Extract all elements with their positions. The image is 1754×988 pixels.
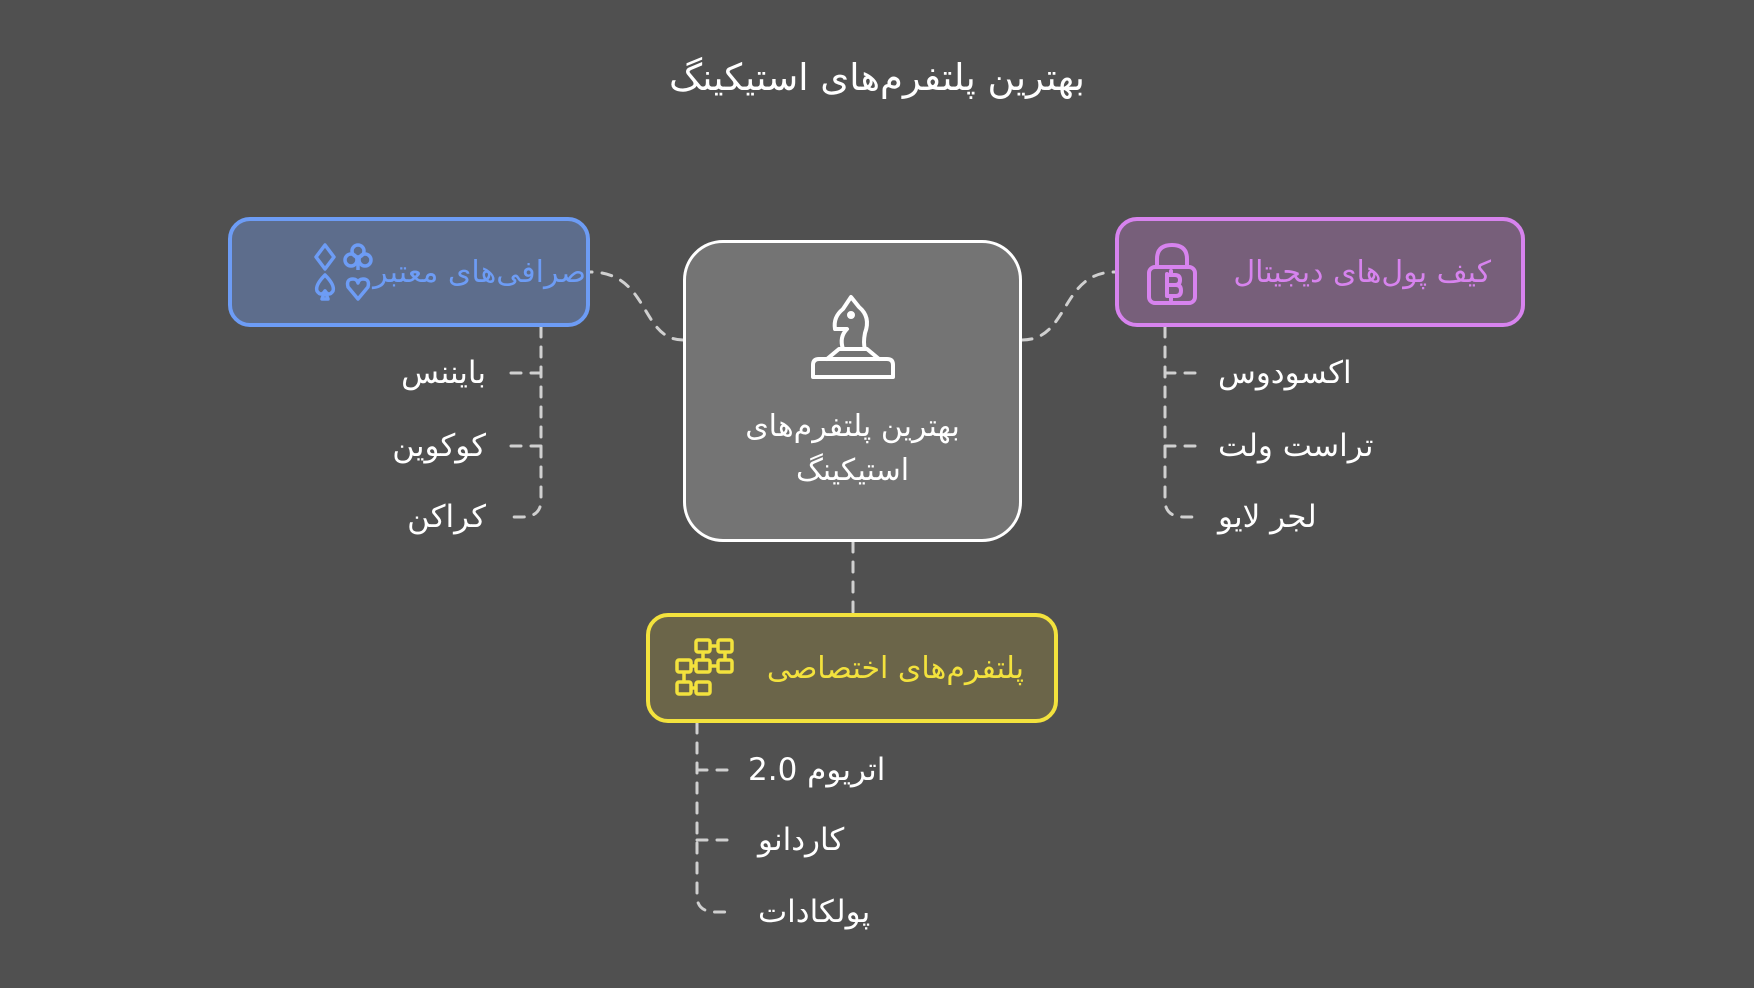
blocks-network-icon: [674, 637, 736, 699]
card-suits-icon: [313, 241, 373, 303]
list-item-platform: کاردانو: [758, 822, 845, 858]
list-item-exchange: کراکن: [407, 499, 486, 535]
connector-wallets-tree: [1163, 325, 1201, 519]
center-node: بهترین پلتفرم‌های استیکینگ: [683, 240, 1022, 542]
category-exchanges-label: صرافی‌های معتبر: [373, 254, 586, 290]
category-wallets: کیف پول‌های دیجیتال: [1115, 217, 1525, 327]
list-item-wallet: اکسودوس: [1218, 355, 1352, 391]
list-item-exchange: بایننس: [401, 355, 486, 391]
category-dedicated-platforms: پلتفرم‌های اختصاصی: [646, 613, 1058, 723]
category-dedicated-label: پلتفرم‌های اختصاصی: [766, 650, 1024, 686]
center-node-label: بهترین پلتفرم‌های استیکینگ: [745, 409, 960, 488]
category-exchanges: صرافی‌های معتبر: [228, 217, 590, 327]
list-item-platform: اتریوم 2.0: [748, 752, 886, 788]
list-item-wallet: لجر لایو: [1218, 499, 1317, 535]
list-item-platform: پولکادات: [758, 894, 871, 930]
chess-knight-icon: [803, 293, 903, 389]
connector-center-exchanges: [588, 270, 685, 342]
list-item-wallet: تراست ولت: [1218, 428, 1374, 464]
category-wallets-label: کیف پول‌های دیجیتال: [1233, 254, 1491, 290]
diagram-title: بهترین پلتفرم‌های استیکینگ: [669, 56, 1085, 99]
list-item-exchange: کوکوین: [392, 428, 486, 464]
connector-exchanges-tree: [505, 325, 543, 519]
connector-dedicated-tree: [695, 721, 733, 914]
connector-center-wallets: [1020, 270, 1117, 342]
bitcoin-lock-icon: [1145, 241, 1199, 307]
